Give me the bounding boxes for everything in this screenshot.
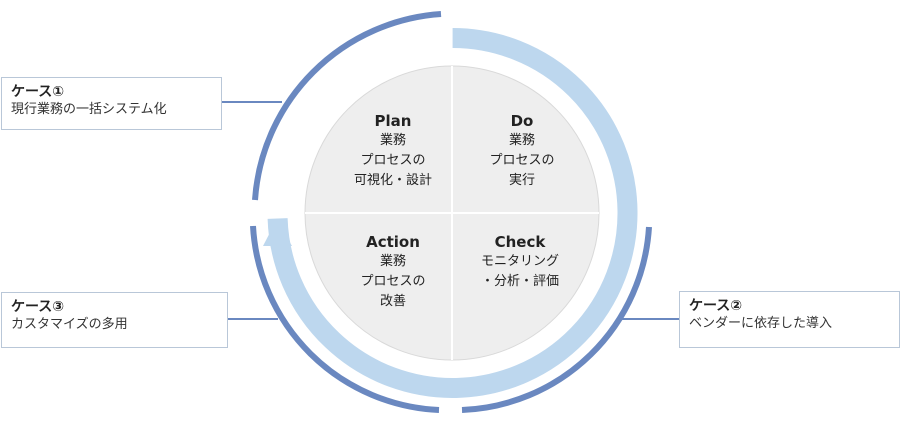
quadrant-check-line: モニタリング (480, 254, 559, 269)
case-box-2: ケース② ベンダーに依存した導入 (679, 291, 900, 348)
case-3-description: カスタマイズの多用 (11, 317, 128, 332)
quadrant-check: Check モニタリング ・分析・評価 (450, 232, 590, 292)
outer-arc-upper-left (252, 11, 442, 201)
case-1-description: 現行業務の一括システム化 (11, 102, 167, 117)
quadrant-plan-title: Plan (374, 112, 412, 130)
case-box-1: ケース① 現行業務の一括システム化 (1, 77, 222, 130)
quadrant-action-title: Action (366, 233, 420, 251)
quadrant-action-line: 業務 (379, 254, 406, 269)
quadrant-action-line: 改善 (379, 294, 406, 309)
quadrant-do-title: Do (510, 112, 534, 130)
quadrant-do-line: 実行 (508, 173, 535, 188)
quadrant-action: Action 業務 プロセスの 改善 (323, 232, 463, 312)
case-2-title: ケース② (689, 298, 743, 314)
quadrant-check-title: Check (494, 233, 546, 251)
quadrant-do-line: 業務 (508, 133, 535, 148)
case-3-title: ケース③ (11, 299, 65, 315)
quadrant-plan-line: 可視化・設計 (353, 173, 432, 188)
case-box-3: ケース③ カスタマイズの多用 (1, 292, 228, 348)
quadrant-action-line: プロセスの (360, 274, 426, 289)
quadrant-do-line: プロセスの (489, 153, 555, 168)
quadrant-check-line: ・分析・評価 (480, 274, 559, 289)
quadrant-plan-line: 業務 (379, 133, 406, 148)
outer-arc-lower-left (250, 225, 440, 413)
case-1-title: ケース① (11, 84, 65, 100)
quadrant-plan: Plan 業務 プロセスの 可視化・設計 (323, 111, 463, 191)
outer-arc-right (461, 226, 652, 413)
quadrant-plan-line: プロセスの (360, 153, 426, 168)
quadrant-do: Do 業務 プロセスの 実行 (452, 111, 592, 191)
case-2-description: ベンダーに依存した導入 (689, 316, 833, 331)
cycle-arrow-ring (267, 28, 638, 398)
cycle-arrow-head (263, 219, 292, 246)
